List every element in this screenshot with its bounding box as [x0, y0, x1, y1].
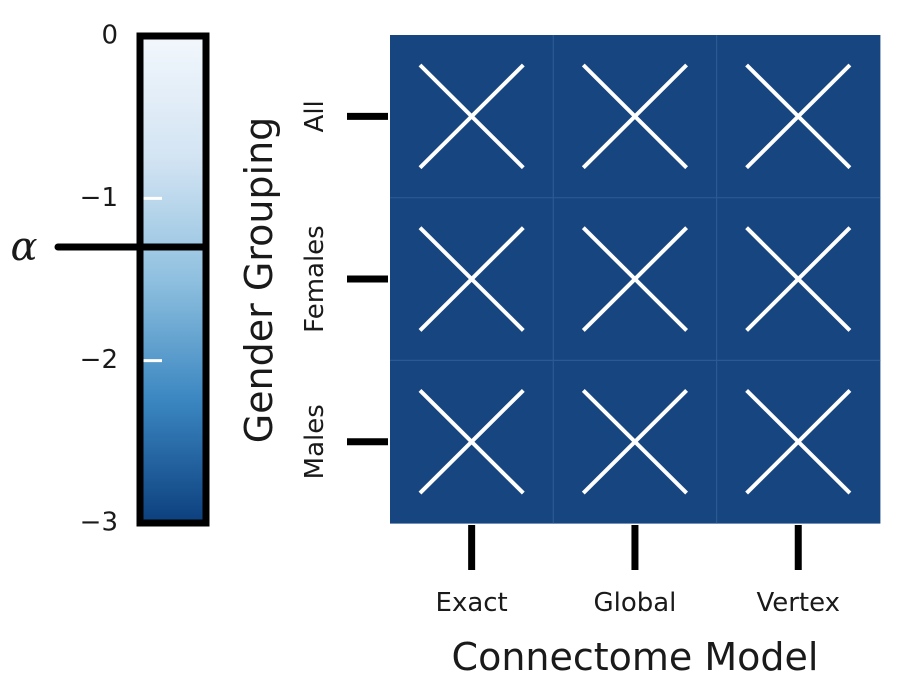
- y-tick-label: All: [300, 100, 330, 132]
- colorbar-tick-label: −2: [80, 345, 118, 375]
- colorbar-tick-label: −3: [80, 508, 118, 538]
- x-tick-label: Global: [593, 588, 676, 618]
- x-axis: Exact Global Vertex: [436, 525, 840, 618]
- cell-x-marker: [745, 388, 852, 495]
- colorbar: 0 −1 −2 −3 α: [10, 21, 210, 538]
- colorbar-tick-label: 0: [101, 21, 118, 51]
- cell-x-marker: [581, 388, 689, 495]
- heatmap: [390, 35, 881, 524]
- cell-x-marker: [418, 388, 525, 495]
- cell-x-marker: [581, 226, 689, 332]
- colorbar-frame: [136, 32, 210, 527]
- colorbar-gradient: [140, 36, 206, 523]
- cell-x-marker: [745, 226, 852, 332]
- cell-x-marker: [418, 226, 525, 332]
- cell-x-marker: [581, 63, 689, 170]
- y-tick-label: Males: [300, 404, 330, 479]
- x-tick-label: Vertex: [756, 588, 840, 618]
- colorbar-tick-label: −1: [80, 183, 118, 213]
- threshold-label: α: [10, 224, 37, 270]
- y-axis-title: Gender Grouping: [237, 117, 281, 444]
- cell-x-marker: [745, 63, 852, 170]
- cell-x-marker: [418, 63, 525, 170]
- x-tick-label: Exact: [436, 588, 508, 618]
- y-tick-label: Females: [300, 225, 330, 333]
- x-axis-title: Connectome Model: [452, 635, 819, 679]
